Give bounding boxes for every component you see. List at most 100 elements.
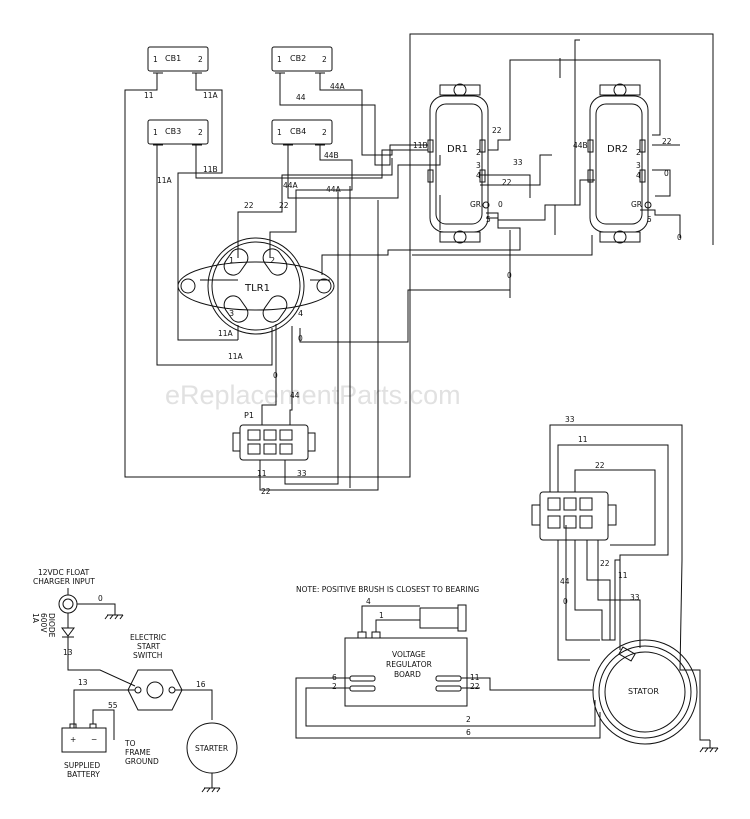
svg-text:2: 2 xyxy=(332,682,337,691)
svg-text:11: 11 xyxy=(618,571,628,580)
svg-text:22: 22 xyxy=(600,559,610,568)
regulator-wires: 2 6 xyxy=(295,677,601,739)
brush-note: NOTE: POSITIVE BRUSH IS CLOSEST TO BEARI… xyxy=(296,585,479,594)
svg-text:1: 1 xyxy=(277,128,282,137)
svg-text:0: 0 xyxy=(563,597,568,606)
svg-text:5: 5 xyxy=(647,215,652,224)
cb4: 1 CB4 2 xyxy=(271,119,333,146)
svg-text:CB4: CB4 xyxy=(290,127,306,136)
svg-text:44A: 44A xyxy=(283,181,299,190)
svg-text:SUPPLIED: SUPPLIED xyxy=(64,761,100,770)
svg-text:22: 22 xyxy=(244,201,254,210)
svg-text:VOLTAGE: VOLTAGE xyxy=(392,650,426,659)
stator-ground-icon xyxy=(699,740,719,753)
svg-text:0: 0 xyxy=(677,233,682,242)
svg-text:4: 4 xyxy=(366,597,371,606)
svg-text:2: 2 xyxy=(476,148,481,157)
svg-text:DIODE: DIODE xyxy=(47,613,56,638)
svg-text:0: 0 xyxy=(664,169,669,178)
wire-labels-top: 11 11A 44 44A 11A 11B 44A 44B 44A 11B 22… xyxy=(144,82,682,496)
svg-text:0: 0 xyxy=(273,371,278,380)
svg-text:33: 33 xyxy=(565,415,575,424)
svg-text:44B: 44B xyxy=(324,151,339,160)
svg-text:13: 13 xyxy=(78,678,88,687)
svg-text:1: 1 xyxy=(379,611,384,620)
svg-text:4: 4 xyxy=(298,309,303,318)
ground-icon xyxy=(104,614,124,620)
svg-text:GR: GR xyxy=(470,200,481,209)
svg-text:22: 22 xyxy=(279,201,289,210)
svg-text:FRAME: FRAME xyxy=(125,748,151,757)
p1-connector: P1 xyxy=(232,411,316,461)
wire-labels-stator: 33 11 22 44 22 11 33 0 xyxy=(560,415,640,606)
svg-text:11A: 11A xyxy=(157,176,173,185)
svg-text:11: 11 xyxy=(578,435,588,444)
cb3: 1 CB3 2 xyxy=(147,119,209,146)
svg-text:44: 44 xyxy=(296,93,306,102)
svg-text:SWITCH: SWITCH xyxy=(133,651,162,660)
svg-text:11: 11 xyxy=(144,91,154,100)
svg-text:2: 2 xyxy=(466,715,471,724)
svg-text:REGULATOR: REGULATOR xyxy=(386,660,432,669)
svg-text:3: 3 xyxy=(476,161,481,170)
svg-text:22: 22 xyxy=(470,682,480,691)
dr2-receptacle: DR2 234 GR 5 xyxy=(587,83,652,244)
svg-text:5: 5 xyxy=(486,215,491,224)
svg-text:22: 22 xyxy=(595,461,605,470)
svg-text:0: 0 xyxy=(507,271,512,280)
svg-text:11B: 11B xyxy=(413,141,428,150)
svg-text:BOARD: BOARD xyxy=(394,670,421,679)
svg-text:STATOR: STATOR xyxy=(628,687,659,696)
svg-text:55: 55 xyxy=(108,701,118,710)
svg-text:33: 33 xyxy=(297,469,307,478)
svg-text:1: 1 xyxy=(153,128,158,137)
svg-text:22: 22 xyxy=(662,137,672,146)
svg-text:DR1: DR1 xyxy=(447,144,468,155)
svg-text:CB3: CB3 xyxy=(165,127,181,136)
battery: +− 55 SUPPLIED BATTERY TO FRAME GROUND xyxy=(61,701,159,779)
svg-text:4: 4 xyxy=(476,171,481,180)
svg-text:6: 6 xyxy=(466,728,471,737)
electric-start-switch: ELECTRIC START SWITCH 13 16 xyxy=(67,633,213,728)
svg-text:13: 13 xyxy=(63,648,73,657)
svg-text:CB1: CB1 xyxy=(165,54,181,63)
starter-motor: STARTER xyxy=(186,722,238,793)
svg-text:11A: 11A xyxy=(218,329,234,338)
stator: STATOR xyxy=(592,639,698,745)
cb1: 1 CB1 2 xyxy=(147,46,209,74)
svg-text:−: − xyxy=(91,735,97,744)
svg-text:CHARGER INPUT: CHARGER INPUT xyxy=(33,577,95,586)
svg-text:3: 3 xyxy=(229,309,234,318)
wire-harness-top xyxy=(124,33,714,491)
svg-text:BATTERY: BATTERY xyxy=(67,770,100,779)
svg-text:1: 1 xyxy=(153,55,158,64)
svg-text:ELECTRIC: ELECTRIC xyxy=(130,633,166,642)
tlr1-receptacle: 1 2 3 4 TLR1 xyxy=(177,237,335,335)
svg-text:2: 2 xyxy=(270,256,275,265)
svg-text:P1: P1 xyxy=(244,411,254,420)
voltage-regulator-board: VOLTAGE REGULATOR BOARD 6 2 11 22 xyxy=(332,631,480,707)
svg-text:3: 3 xyxy=(636,161,641,170)
svg-text:22: 22 xyxy=(261,487,271,496)
svg-text:CB2: CB2 xyxy=(290,54,306,63)
diode: 1A 600V DIODE 13 xyxy=(31,613,75,660)
svg-text:1: 1 xyxy=(277,55,282,64)
svg-text:+: + xyxy=(70,735,76,744)
svg-text:DR2: DR2 xyxy=(607,144,628,155)
svg-text:44: 44 xyxy=(560,577,570,586)
svg-text:2: 2 xyxy=(322,128,327,137)
svg-text:11: 11 xyxy=(257,469,267,478)
cb2: 1 CB2 2 xyxy=(271,46,333,74)
svg-text:22: 22 xyxy=(502,178,512,187)
svg-text:33: 33 xyxy=(630,593,640,602)
svg-text:44: 44 xyxy=(290,391,300,400)
svg-text:11A: 11A xyxy=(228,352,244,361)
stator-connector xyxy=(531,491,617,541)
stator-harness xyxy=(549,424,710,741)
svg-text:2: 2 xyxy=(636,148,641,157)
svg-text:TLR1: TLR1 xyxy=(244,283,270,294)
svg-text:4: 4 xyxy=(636,171,641,180)
svg-text:16: 16 xyxy=(196,680,206,689)
svg-text:STARTER: STARTER xyxy=(195,744,228,753)
